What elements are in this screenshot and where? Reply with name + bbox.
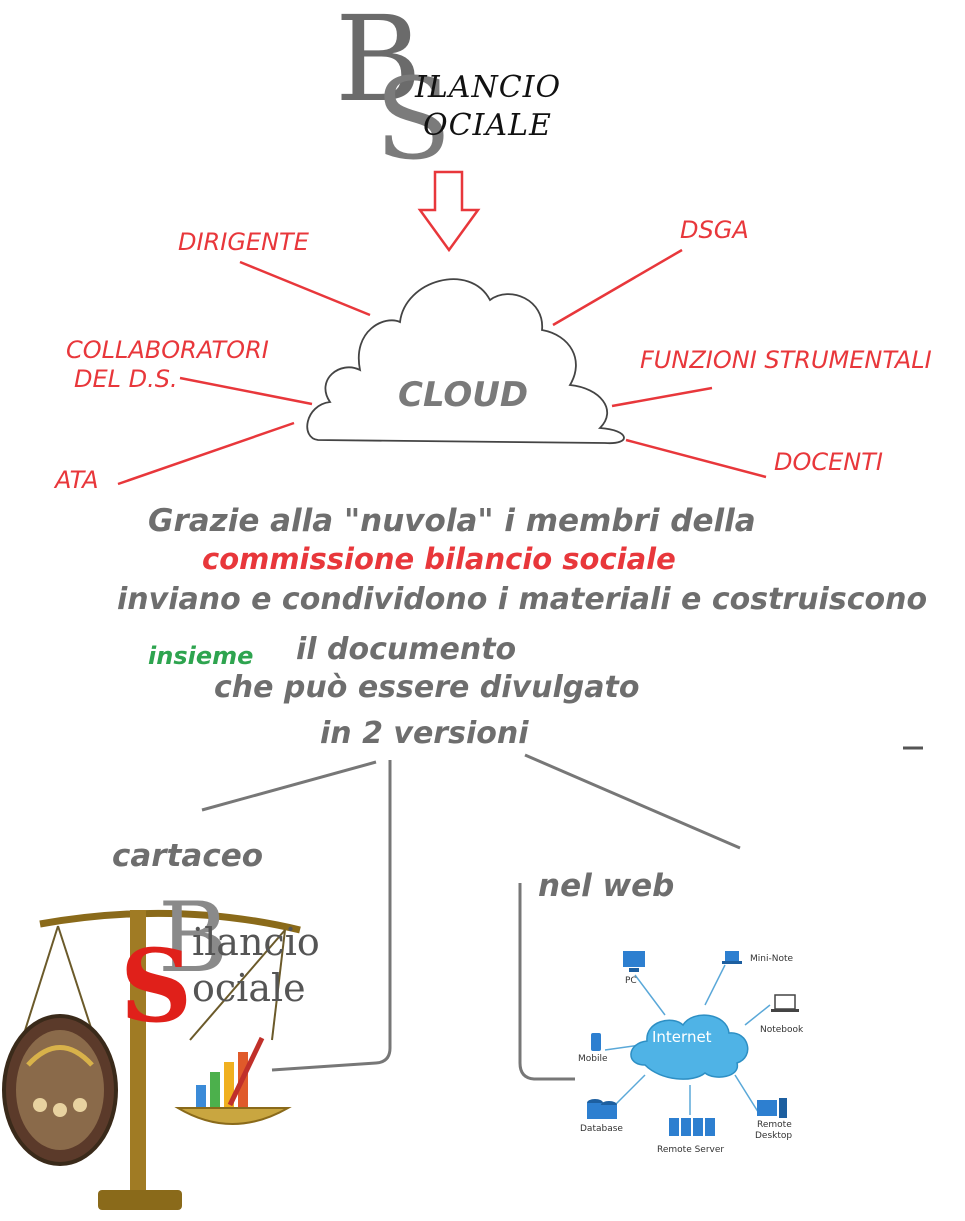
network-diagram [587,951,799,1136]
internet-cloud-icon [630,1014,749,1080]
role-collaboratori-line1: COLLABORATORI [66,336,269,364]
line-dsga [552,248,683,327]
line-ata [117,421,295,486]
scale-logo-letter-b: B [158,882,229,994]
node-label-notebook: Notebook [760,1025,804,1035]
node-label-mobile: Mobile [578,1054,608,1064]
line-collaboratori [179,376,313,406]
scale-logo-word-ociale: ociale [192,966,306,1010]
branch-label-cartaceo: cartaceo [112,838,264,874]
node-label-database: Database [580,1124,623,1134]
node-label-remote-desktop-1: Remote [757,1120,792,1130]
cloud-label: CLOUD [398,375,529,415]
remote-desktop-icon [757,1098,787,1118]
line-dirigente [239,260,371,317]
scale-logo-word-ilancio: ilancio [192,920,320,964]
bracket-right [518,883,575,1081]
scale-logo: B S ilancio ociale [120,890,340,1050]
node-label-mini-note: Mini-Note [750,954,794,964]
scale-pan-right [174,1107,292,1125]
bar-chart-icon [196,1036,265,1107]
text-line-5: che può essere divulgato [214,670,640,705]
role-collaboratori-line2: DEL D.S. [74,365,178,393]
line-funzioni [611,386,713,408]
line-docenti [625,438,767,479]
role-docenti: DOCENTI [774,448,883,476]
text-insieme: insieme [148,642,254,670]
branch-line-right [524,753,741,850]
role-dsga: DSGA [680,216,749,244]
mobile-icon [591,1033,601,1051]
role-funzioni-strumentali: FUNZIONI STRUMENTALI [640,346,932,374]
branch-label-nel-web: nel web [538,868,675,904]
node-label-remote-server: Remote Server [657,1145,725,1155]
node-label-pc: PC [625,976,637,986]
role-ata: ATA [55,466,99,494]
bilancio-sociale-logo: B S ILANCIO OCIALE [335,0,585,176]
pc-icon [623,951,645,972]
cloud-shape [306,278,625,444]
logo-word-ilancio: ILANCIO [415,70,562,105]
scale-post [130,910,146,1200]
text-line-3: inviano e condividono i materiali e cost… [117,582,928,617]
branch-line-left [201,760,377,812]
database-icon [587,1099,617,1119]
text-line-4: il documento [296,632,517,667]
internet-label: Internet [652,1028,712,1046]
remote-server-icon [669,1118,715,1136]
scale-base [98,1190,182,1210]
scale-illustration [2,909,301,1210]
down-arrow-icon [417,170,481,253]
text-line-1: Grazie alla "nuvola" i membri della [148,503,756,539]
mini-note-icon [722,951,742,964]
bracket-left [271,760,392,1072]
logo-letter-s: S [375,55,452,185]
scale-beam [39,909,301,934]
role-dirigente: DIRIGENTE [178,228,309,256]
notebook-icon [771,994,799,1012]
scale-logo-letter-s: S [120,927,193,1045]
logo-letter-b: B [335,0,422,128]
logo-word-ociale: OCIALE [423,108,552,143]
text-line-6: in 2 versioni [320,716,529,751]
node-label-remote-desktop-2: Desktop [755,1131,793,1141]
text-line-2: commissione bilancio sociale [202,542,676,576]
